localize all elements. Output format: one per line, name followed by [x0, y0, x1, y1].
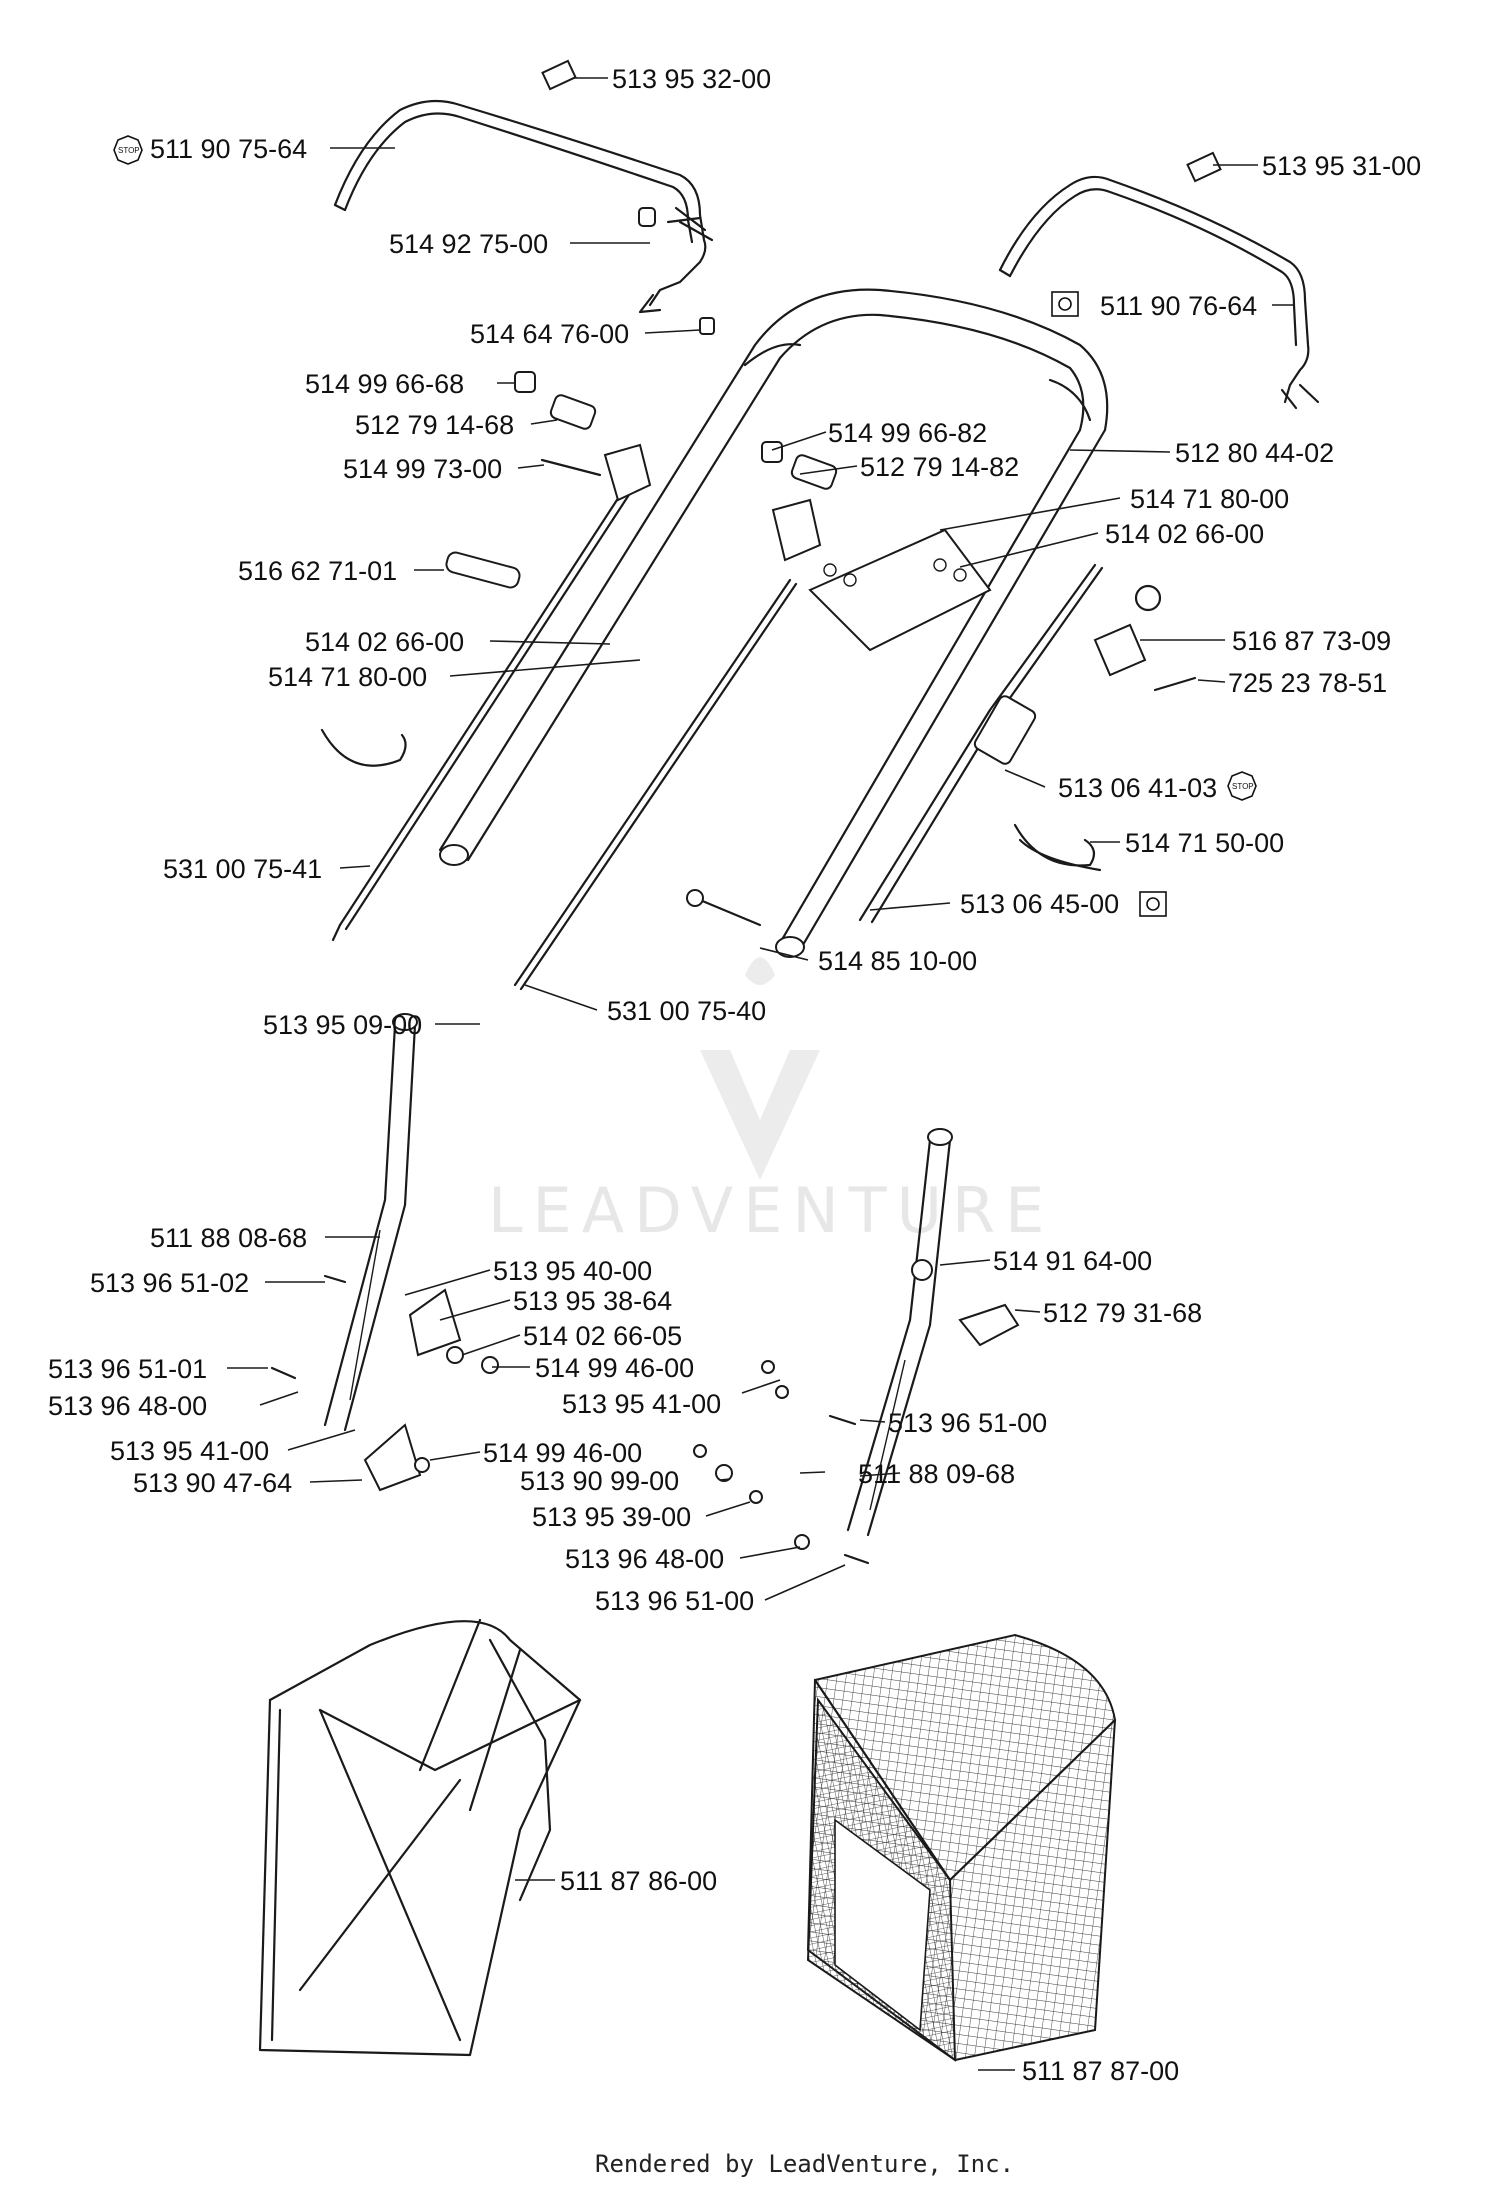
watermark-text: LEADVENTURE — [488, 1174, 1054, 1247]
springs-and-knobs — [445, 371, 838, 589]
part-label: 513 96 51-00 — [595, 1586, 754, 1616]
part-label: 514 99 66-68 — [305, 369, 464, 399]
part-label: 513 06 41-03 — [1058, 773, 1217, 803]
part-label: 514 91 64-00 — [993, 1246, 1152, 1276]
part-labels: 513 95 32-00 511 90 75-64 514 92 75-00 5… — [48, 64, 1421, 2086]
part-label: 511 88 08-68 — [150, 1223, 307, 1253]
gear-icon — [1051, 291, 1079, 317]
cable-ties — [320, 728, 1096, 867]
control-bail-right — [998, 151, 1320, 410]
part-label: 511 87 86-00 — [560, 1866, 717, 1896]
part-label: 514 64 76-00 — [470, 319, 629, 349]
part-label: 514 85 10-00 — [818, 946, 977, 976]
lower-handle-right — [846, 1128, 953, 1537]
part-label: 513 96 51-02 — [90, 1268, 249, 1298]
part-label: 512 79 31-68 — [1043, 1298, 1202, 1328]
part-label: 513 95 41-00 — [562, 1389, 721, 1419]
part-label: 513 90 47-64 — [133, 1468, 292, 1498]
part-label: 514 99 46-00 — [535, 1353, 694, 1383]
part-label: 513 96 48-00 — [565, 1544, 724, 1574]
lower-hardware — [270, 1259, 1020, 1565]
part-label: 514 99 66-82 — [828, 418, 987, 448]
part-label: 513 96 51-00 — [888, 1408, 1047, 1438]
parts-artwork — [258, 59, 1320, 2062]
part-label: 531 00 75-41 — [163, 854, 322, 884]
watermark: LEADVENTURE — [488, 957, 1054, 1247]
part-label: 725 23 78-51 — [1228, 668, 1387, 698]
part-label: 514 99 46-00 — [483, 1438, 642, 1468]
part-label: 513 95 38-64 — [513, 1286, 672, 1316]
part-label: 513 95 40-00 — [493, 1256, 652, 1286]
part-label: 516 62 71-01 — [238, 556, 397, 586]
cables — [858, 563, 1197, 924]
part-label: 513 96 51-01 — [48, 1354, 207, 1384]
grass-bag-frame — [258, 1618, 582, 2057]
part-label: 513 95 31-00 — [1262, 151, 1421, 181]
upper-handle — [438, 288, 1109, 958]
part-label: 514 02 66-00 — [1105, 519, 1264, 549]
gear-icon — [1139, 891, 1167, 917]
leader-lines — [227, 77, 1295, 2071]
lower-handle-left — [323, 1013, 418, 1432]
part-label: 514 71 50-00 — [1125, 828, 1284, 858]
grass-bag — [806, 1633, 1117, 2062]
part-label: 513 06 45-00 — [960, 889, 1119, 919]
part-label: 514 71 80-00 — [268, 662, 427, 692]
part-label: 513 95 41-00 — [110, 1436, 269, 1466]
control-bail-left — [333, 59, 715, 335]
part-label: 512 80 44-02 — [1175, 438, 1334, 468]
part-label: 514 02 66-00 — [305, 627, 464, 657]
part-label: 513 96 48-00 — [48, 1391, 207, 1421]
part-label: 514 99 73-00 — [343, 454, 502, 484]
part-label: 513 90 99-00 — [520, 1466, 679, 1496]
part-label: 514 02 66-05 — [523, 1321, 682, 1351]
part-label: 514 71 80-00 — [1130, 484, 1289, 514]
part-label: 511 87 87-00 — [1022, 2056, 1179, 2086]
bolt-handle — [686, 889, 762, 927]
stop-icon-label: STOP — [118, 146, 140, 155]
part-label: 511 90 75-64 — [150, 134, 307, 164]
part-label: 516 87 73-09 — [1232, 626, 1391, 656]
control-rod-left — [331, 443, 652, 942]
control-rod-right — [513, 498, 822, 991]
bracket-plate — [808, 528, 992, 652]
part-label: 513 95 09-00 — [263, 1010, 422, 1040]
part-label: 512 79 14-82 — [860, 452, 1019, 482]
part-label: 511 88 09-68 — [858, 1459, 1015, 1489]
part-label: 512 79 14-68 — [355, 410, 514, 440]
part-label: 513 95 39-00 — [532, 1502, 691, 1532]
part-label: 514 92 75-00 — [389, 229, 548, 259]
stop-icon-label: STOP — [1232, 782, 1254, 791]
part-label: 511 90 76-64 — [1100, 291, 1257, 321]
stop-icon: STOP — [113, 135, 143, 165]
part-label: 531 00 75-40 — [607, 996, 766, 1026]
part-label: 513 95 32-00 — [612, 64, 771, 94]
stop-icon: STOP — [1227, 771, 1257, 801]
footer-credit: Rendered by LeadVenture, Inc. — [595, 2150, 1014, 2178]
